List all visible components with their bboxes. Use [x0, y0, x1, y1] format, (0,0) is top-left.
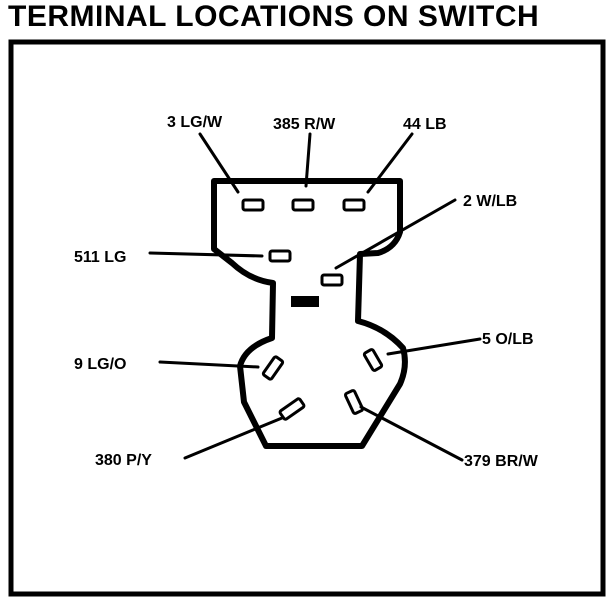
label-lg: 511 LG — [74, 249, 126, 266]
leader-line-lg — [148, 251, 264, 258]
terminal-slot-o-lb — [362, 348, 384, 372]
terminal-slot-r-w — [291, 198, 315, 212]
diagram-frame — [8, 39, 606, 597]
leader-line-lb — [366, 132, 414, 194]
label-p-y: 380 P/Y — [95, 452, 152, 469]
label-br-w: 379 BR/W — [464, 453, 539, 470]
terminal-slot-w-lb — [320, 273, 344, 287]
terminal-slot-lg — [268, 249, 292, 263]
leader-line-lg-w — [198, 132, 240, 194]
label-r-w: 385 R/W — [273, 116, 336, 133]
leader-line-p-y — [183, 416, 284, 460]
terminal-slot-p-y — [278, 397, 306, 421]
terminal-slot-lg-w — [241, 198, 265, 212]
leader-line-lg-o — [158, 360, 260, 369]
label-lb: 44 LB — [403, 116, 447, 133]
leader-line-br-w — [359, 405, 464, 462]
terminal-slot-lg-o — [261, 355, 285, 381]
switch-body-outline — [211, 178, 408, 449]
center-terminal-block — [291, 296, 319, 307]
terminal-slot-br-w — [343, 389, 365, 415]
leader-line-w-lb — [334, 198, 457, 270]
leader-line-o-lb — [386, 337, 482, 356]
label-lg-w: 3 LG/W — [167, 114, 223, 131]
label-o-lb: 5 O/LB — [482, 331, 534, 348]
terminal-slot-lb — [342, 198, 366, 212]
leader-line-r-w — [304, 132, 312, 188]
label-lg-o: 9 LG/O — [74, 356, 126, 373]
diagram-title: TERMINAL LOCATIONS ON SWITCH — [8, 0, 540, 33]
label-w-lb: 2 W/LB — [463, 193, 517, 210]
